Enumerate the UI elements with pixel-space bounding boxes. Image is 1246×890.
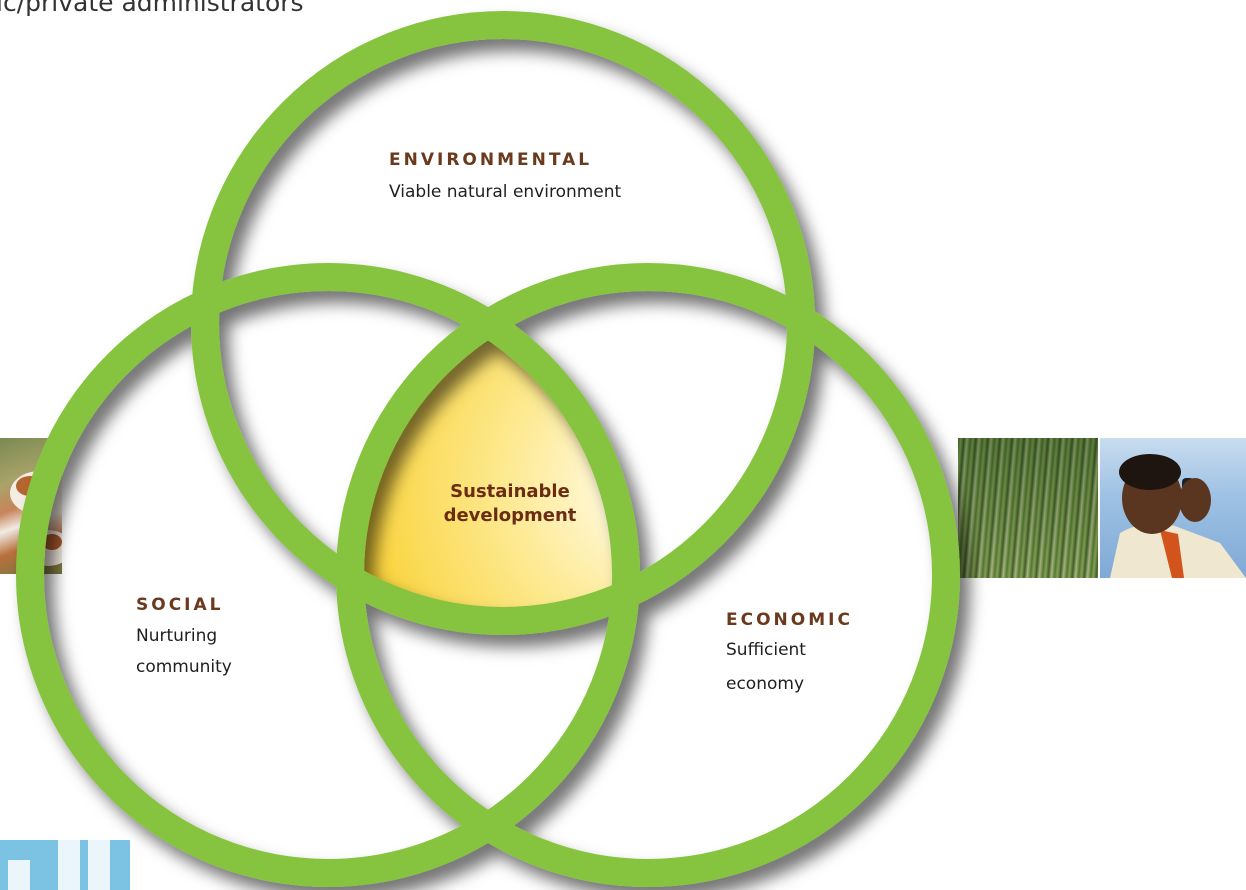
environmental-heading: ENVIRONMENTAL (389, 150, 593, 170)
building-image (8, 840, 110, 890)
environmental-description: Viable natural environment (389, 182, 622, 202)
economic-description-line2: economy (726, 674, 805, 694)
man-on-phone-photo (1100, 438, 1246, 578)
center-label-line1: Sustainable (450, 481, 570, 502)
social-heading: SOCIAL (136, 595, 224, 615)
social-ring (16, 263, 640, 887)
blue-building-photo (0, 840, 130, 890)
header-partial-text: ic/private administrators (0, 0, 304, 17)
social-description-line2: community (136, 657, 232, 677)
economic-description-line1: Sufficient (726, 640, 806, 660)
center-label-line2: development (443, 505, 577, 526)
grass-photo (958, 438, 1098, 578)
social-description-line1: Nurturing (136, 626, 218, 646)
man-image (1110, 454, 1246, 578)
center-label: Sustainable development (425, 480, 595, 528)
economic-ring (336, 263, 960, 887)
sustainable-development-intersection (350, 277, 626, 621)
economic-heading: ECONOMIC (726, 610, 853, 630)
